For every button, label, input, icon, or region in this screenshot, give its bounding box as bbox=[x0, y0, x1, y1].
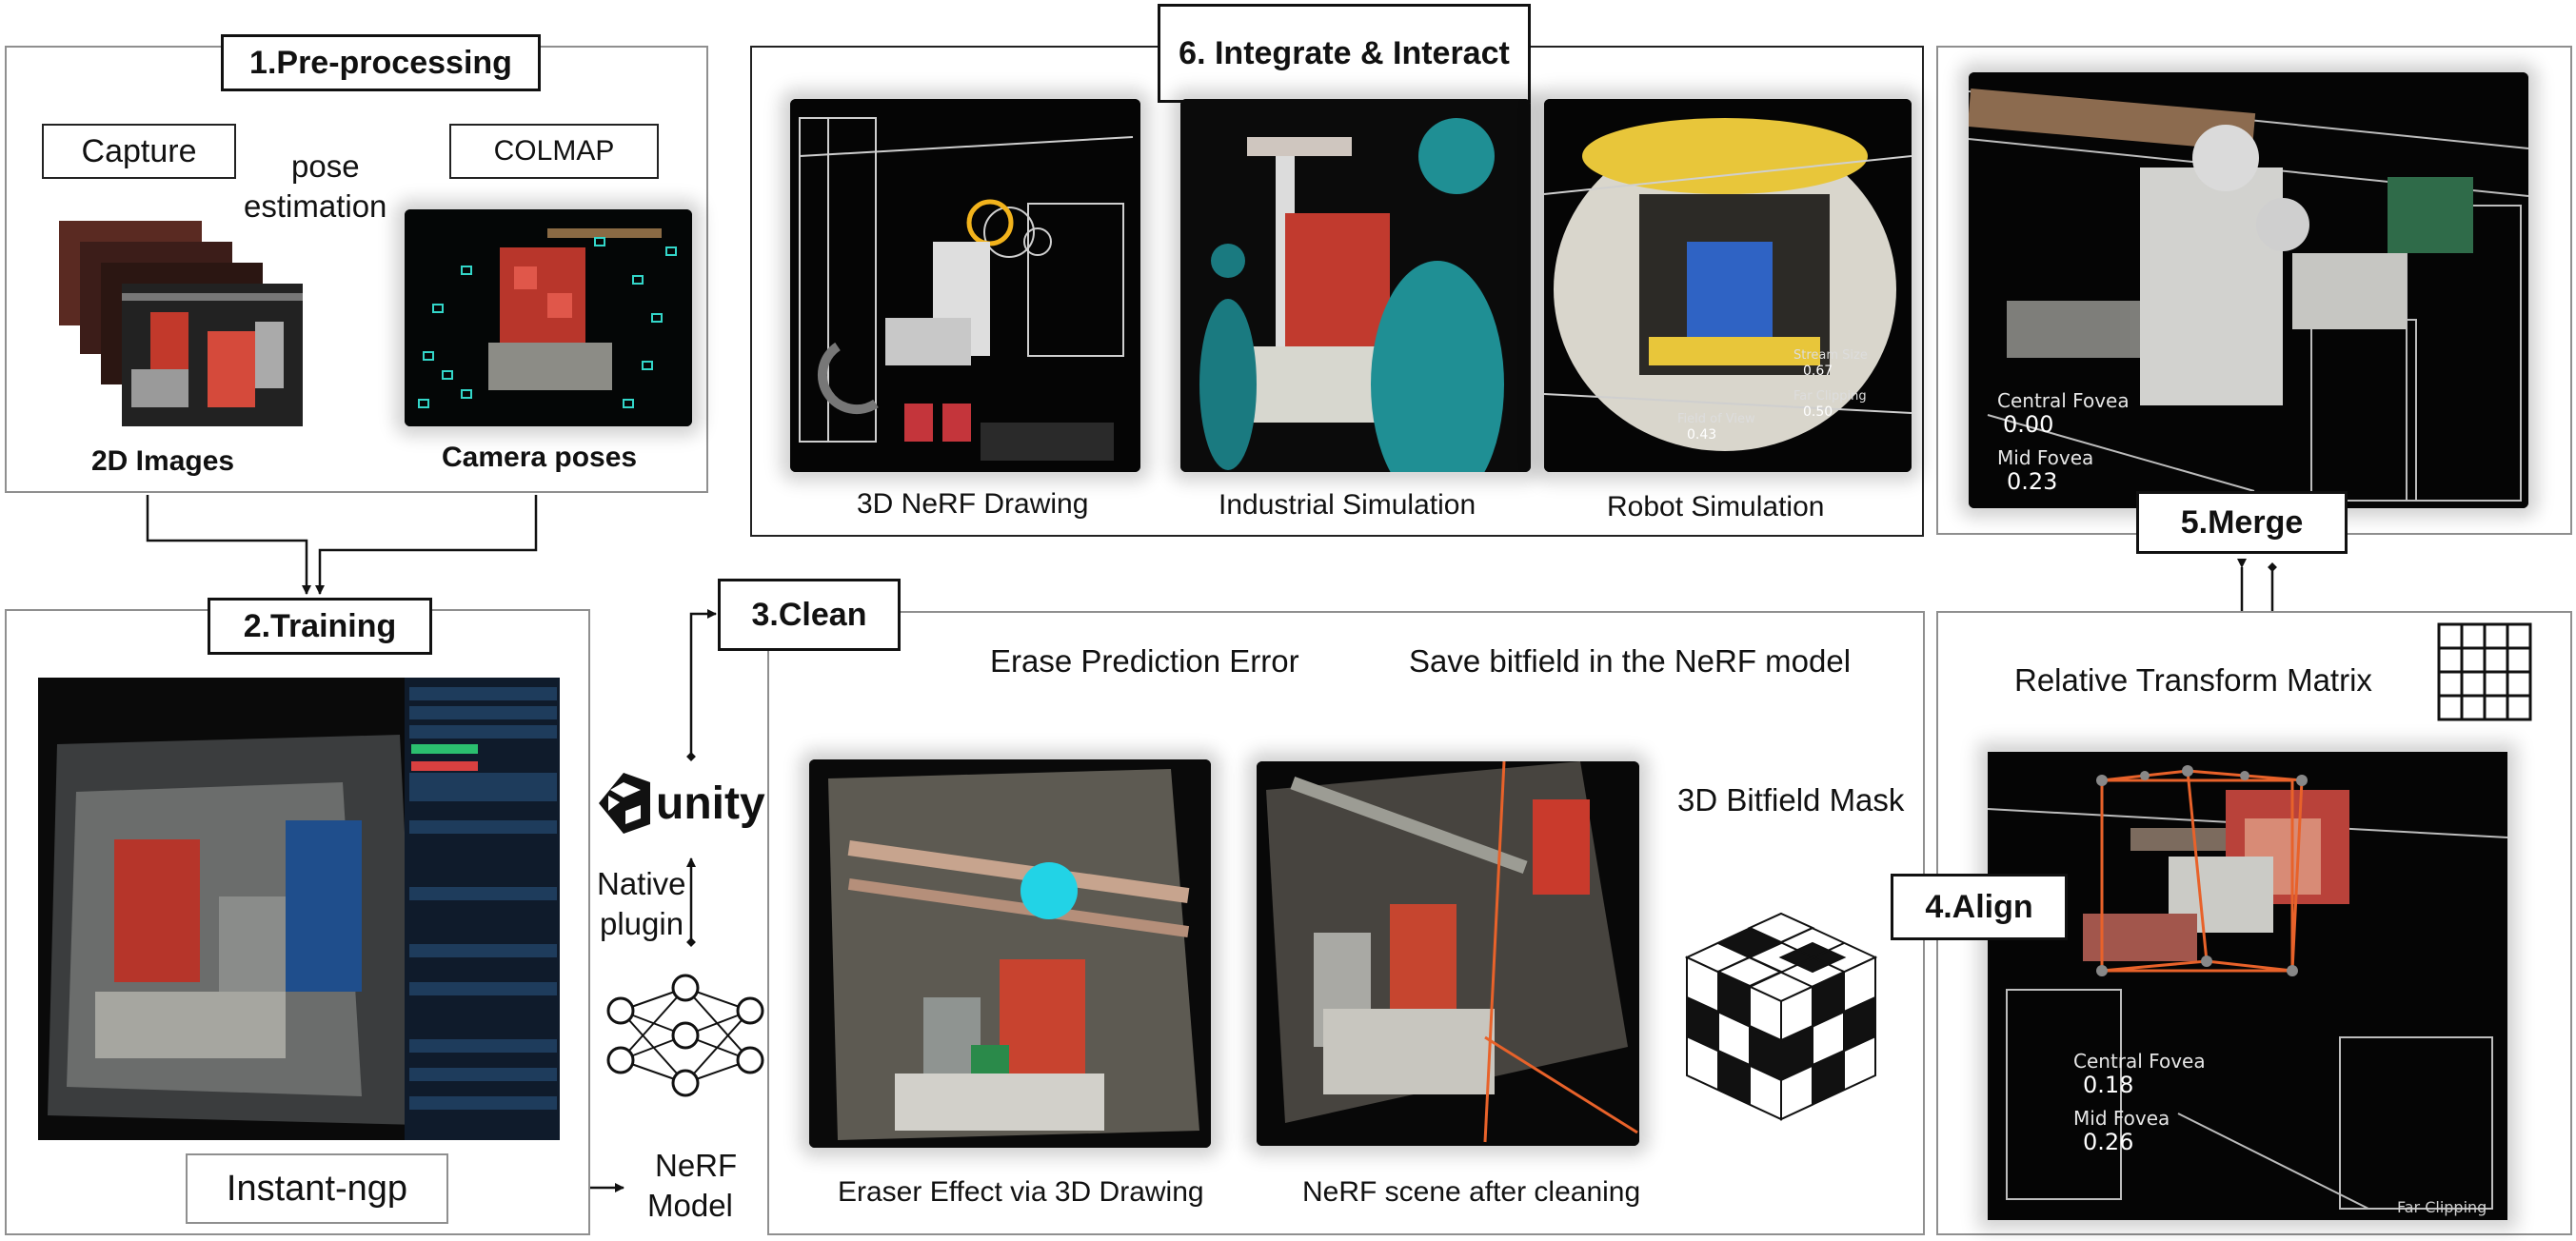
svg-text:0.50: 0.50 bbox=[1803, 404, 1833, 420]
save-bitfield-label: Save bitfield in the NeRF model bbox=[1409, 643, 1852, 679]
nerf-drawing-image bbox=[790, 99, 1140, 472]
training-title: 2.Training bbox=[208, 598, 432, 655]
svg-text:Central Fovea: Central Fovea bbox=[1997, 389, 2130, 412]
image-stack bbox=[59, 221, 308, 432]
unity-to-clean-arrow bbox=[686, 609, 717, 761]
native-plugin-line2: plugin bbox=[600, 906, 684, 941]
svg-text:Mid Fovea: Mid Fovea bbox=[1997, 446, 2093, 469]
svg-text:0.26: 0.26 bbox=[2083, 1129, 2133, 1155]
svg-text:0.23: 0.23 bbox=[2007, 468, 2057, 495]
industrial-sim-image bbox=[1180, 99, 1531, 472]
robot-seat bbox=[1687, 242, 1773, 346]
camera-poses-image bbox=[405, 209, 692, 426]
cleaned-caption: NeRF scene after cleaning bbox=[1302, 1176, 1641, 1208]
svg-text:Stream Size: Stream Size bbox=[1793, 348, 1868, 363]
svg-text:Central Fovea: Central Fovea bbox=[2073, 1050, 2206, 1073]
align-title: 4.Align bbox=[1891, 874, 2068, 940]
instant-ngp-box: Instant-ngp bbox=[186, 1153, 448, 1224]
images-label: 2D Images bbox=[91, 445, 235, 477]
colmap-box: COLMAP bbox=[449, 124, 659, 179]
clean-title: 3.Clean bbox=[718, 579, 901, 651]
bitfield-cube-icon bbox=[1684, 912, 1878, 1121]
industrial-sim-caption: Industrial Simulation bbox=[1219, 489, 1476, 521]
estimation-label: estimation bbox=[244, 188, 387, 224]
robot-sim-image: Stream Size 0.67 Field of View 0.43 Far … bbox=[1544, 99, 1912, 472]
svg-text:0.67: 0.67 bbox=[1803, 364, 1833, 379]
eraser-cursor bbox=[1020, 862, 1078, 919]
capture-box: Capture bbox=[42, 124, 236, 179]
svg-text:Far Clipping: Far Clipping bbox=[1793, 389, 1867, 404]
eraser-effect-image bbox=[809, 759, 1211, 1148]
native-plugin-line1: Native bbox=[597, 866, 686, 901]
unity-logo: unity bbox=[597, 769, 766, 836]
nerf-model-line1: NeRF bbox=[655, 1148, 738, 1183]
robot-sim-caption: Robot Simulation bbox=[1607, 491, 1825, 522]
poses-to-training-connector bbox=[315, 495, 538, 595]
svg-text:0.00: 0.00 bbox=[2003, 411, 2053, 438]
svg-text:0.18: 0.18 bbox=[2083, 1072, 2133, 1098]
neural-network-icon bbox=[605, 973, 765, 1098]
camera-poses-label: Camera poses bbox=[442, 442, 638, 473]
svg-text:Field of View: Field of View bbox=[1677, 412, 1755, 426]
nerf-model-line2: Model bbox=[647, 1188, 733, 1223]
bitfield-mask-label: 3D Bitfield Mask bbox=[1677, 782, 1905, 817]
merged-scene-image: Central Fovea 0.00 Mid Fovea 0.23 bbox=[1969, 72, 2528, 508]
image-card bbox=[122, 284, 303, 426]
integrate-title: 6. Integrate & Interact bbox=[1158, 4, 1531, 103]
matrix-grid-icon bbox=[2437, 622, 2532, 721]
nerf-drawing-caption: 3D NeRF Drawing bbox=[857, 488, 1089, 520]
svg-text:Far Clipping: Far Clipping bbox=[2397, 1198, 2487, 1216]
merge-title: 5.Merge bbox=[2136, 491, 2348, 554]
svg-text:Mid Fovea: Mid Fovea bbox=[2073, 1107, 2170, 1130]
instant-ngp-screenshot bbox=[38, 678, 560, 1140]
svg-text:0.43: 0.43 bbox=[1687, 427, 1716, 443]
images-to-training-connector bbox=[146, 495, 311, 595]
erase-error-label: Erase Prediction Error bbox=[990, 643, 1299, 679]
aligned-scene-image: Central Fovea 0.18 Mid Fovea 0.26 Far Cl… bbox=[1988, 752, 2507, 1220]
preprocessing-title: 1.Pre-processing bbox=[221, 34, 541, 91]
unity-wordmark: unity bbox=[656, 778, 765, 829]
cleaned-scene-image bbox=[1257, 761, 1639, 1146]
pose-label: pose bbox=[291, 148, 360, 184]
eraser-caption: Eraser Effect via 3D Drawing bbox=[838, 1176, 1204, 1208]
relative-transform-label: Relative Transform Matrix bbox=[2014, 662, 2372, 698]
